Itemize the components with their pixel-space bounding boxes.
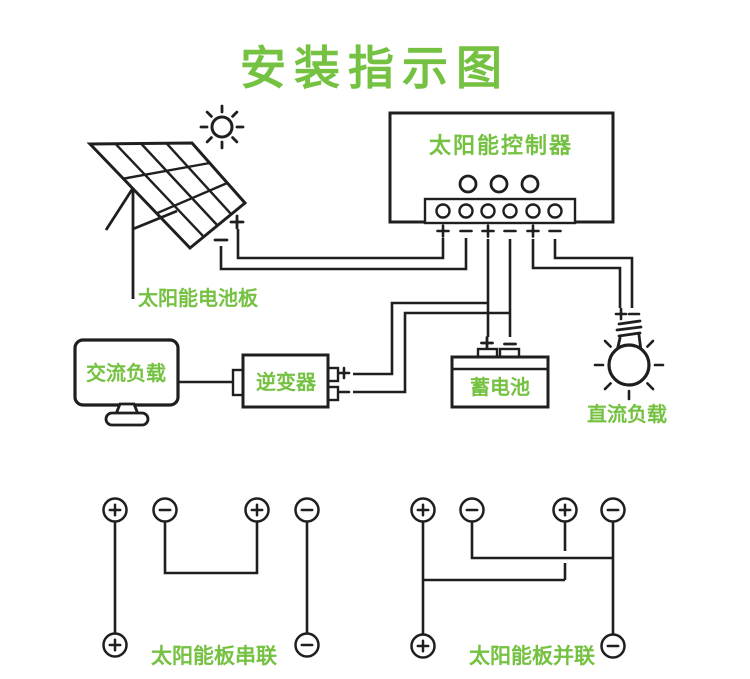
solar-panel-wires [219, 229, 468, 271]
panel-stand [104, 187, 178, 299]
panel-grid [114, 142, 233, 238]
parallel-terminals [410, 497, 626, 659]
solar-panel [86, 141, 248, 299]
controller-terminal-holes [435, 203, 563, 219]
battery-terminal-signs [480, 336, 517, 350]
controller-label: 太阳能控制器 [428, 134, 574, 159]
dc-load-label: 直流负载 [587, 402, 667, 426]
dc-load-bulb-icon [593, 307, 665, 401]
page-title: 安装指示图 [240, 41, 510, 95]
controller-terminal-signs [436, 224, 562, 238]
ac-load-monitor-icon [73, 338, 180, 427]
battery-icon [450, 336, 550, 409]
dc-load-terminal-signs [614, 307, 641, 321]
controller-led-lights [458, 174, 540, 194]
ac-load-label: 交流负载 [86, 361, 166, 385]
sun-icon [199, 104, 245, 150]
parallel-example [410, 497, 626, 659]
controller-wires [486, 239, 634, 337]
inverter-terminal-signs [337, 366, 351, 394]
series-terminals [102, 497, 320, 658]
controller-box [388, 111, 615, 238]
solar-panel-label: 太阳能电池板 [138, 286, 258, 310]
series-example [102, 497, 320, 658]
inverter-wires [178, 301, 510, 394]
inverter-label: 逆变器 [256, 370, 316, 394]
bulb-rays [593, 339, 665, 401]
parallel-label: 太阳能板并联 [469, 644, 595, 668]
battery-label: 蓄电池 [470, 375, 530, 399]
inverter-box [231, 353, 351, 409]
panel-terminal-signs [213, 214, 245, 242]
series-label: 太阳能板串联 [151, 644, 277, 668]
